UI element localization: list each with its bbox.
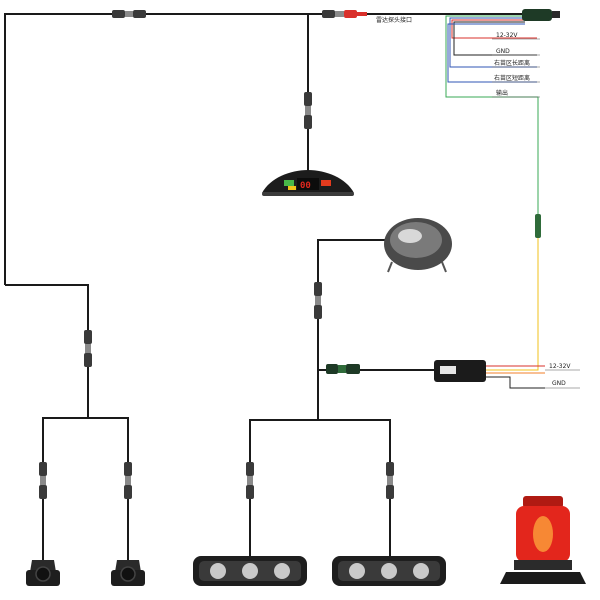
- led-work-light-right: [332, 556, 446, 586]
- connector-top-red: [322, 10, 367, 18]
- connector-green-wire: [535, 214, 541, 238]
- label-right-short: 右苗区短距离: [494, 74, 530, 82]
- ultrasonic-sensor-left: [26, 560, 60, 586]
- display-bar-green: [284, 180, 294, 186]
- connector-round-sensor: [314, 282, 322, 319]
- connector-left-sensor-b: [124, 462, 132, 499]
- relay-box: [434, 360, 486, 382]
- cable-to-round-sensor: [317, 239, 388, 420]
- label-gnd: GND: [496, 48, 510, 55]
- trunk-cable-top: [4, 13, 560, 285]
- wire-black-relay: [486, 376, 545, 389]
- label-output: 输出: [496, 89, 508, 97]
- connector-left-branch: [84, 330, 92, 367]
- led-work-light-left: [193, 556, 307, 586]
- display-bar-yellow: [288, 186, 296, 190]
- round-sensor: [384, 218, 452, 273]
- connector-top-left: [112, 10, 146, 18]
- wire-yellow: [486, 238, 539, 371]
- cable-left-sensors: [42, 417, 129, 560]
- wire-blue-2: [447, 23, 537, 83]
- label-probe-interface: 雷达探头接口: [376, 16, 412, 24]
- main-cables: [4, 13, 560, 560]
- radar-display: 00: [262, 170, 354, 196]
- display-digits: 00: [300, 181, 311, 191]
- colored-wires-top: [445, 15, 545, 389]
- connector-light-b: [386, 462, 394, 499]
- label-lines: [492, 38, 580, 389]
- connector-relay-input: [326, 364, 360, 374]
- connector-light-a: [246, 462, 254, 499]
- warning-beacon: [500, 496, 586, 584]
- connector-display-cable: [304, 92, 312, 129]
- label-relay-power: 12-32V: [549, 363, 571, 370]
- wire-red: [451, 19, 537, 39]
- label-relay-gnd: GND: [552, 380, 566, 387]
- display-bar-red: [321, 180, 331, 186]
- ultrasonic-sensor-right: [111, 560, 145, 586]
- label-right-long: 右苗区长距离: [494, 59, 530, 67]
- cable-work-lights: [249, 419, 391, 560]
- wire-green: [445, 15, 539, 238]
- connector-left-sensor-a: [39, 462, 47, 499]
- cable-left-branch: [5, 284, 89, 418]
- connector-harness: [522, 9, 560, 21]
- label-power-in: 12-32V: [496, 32, 518, 39]
